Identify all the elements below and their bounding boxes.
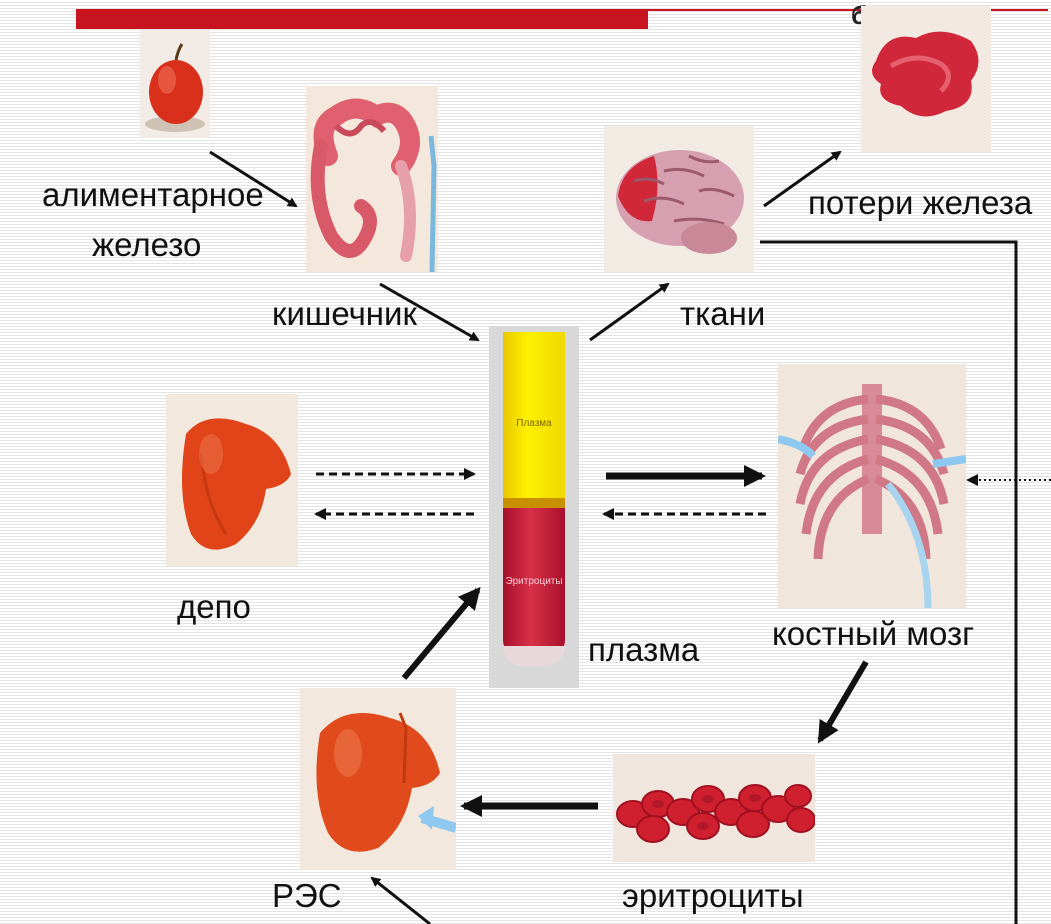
tube-plasma-text: Плазма xyxy=(489,418,579,429)
tissues-label: ткани xyxy=(680,294,765,334)
brain-icon xyxy=(604,126,754,272)
res-label: РЭС xyxy=(272,876,342,916)
arrow-res-plasma xyxy=(404,590,478,678)
arrow-marrow-erythrocytes xyxy=(820,662,866,740)
bone-marrow-label: костный мозг xyxy=(772,614,974,654)
liver-icon xyxy=(166,394,298,566)
alimentary-iron-label-line1: алиментарное xyxy=(42,175,264,215)
tube-erythrocytes-text: Эритроциты xyxy=(489,576,579,587)
blood-tube-icon: Плазма Эритроциты xyxy=(489,326,579,688)
header-bar xyxy=(76,9,648,29)
intestine-label: кишечник xyxy=(272,294,417,334)
ribcage-icon xyxy=(778,364,966,608)
iron-loss-label: потери железа xyxy=(808,183,1032,223)
depot-label: депо xyxy=(177,587,251,627)
red-blood-cells-icon xyxy=(613,754,815,862)
plasma-label: плазма xyxy=(588,630,699,670)
arrow-into-res xyxy=(372,878,430,924)
liver-res-icon xyxy=(300,688,456,870)
intestine-icon xyxy=(306,86,438,272)
apple-icon xyxy=(140,30,210,138)
arrow-plasma-tissues xyxy=(590,284,668,340)
alimentary-iron-label-line2: железо xyxy=(92,225,201,265)
tissue-icon xyxy=(861,6,991,152)
erythrocytes-label: эритроциты xyxy=(622,876,804,916)
